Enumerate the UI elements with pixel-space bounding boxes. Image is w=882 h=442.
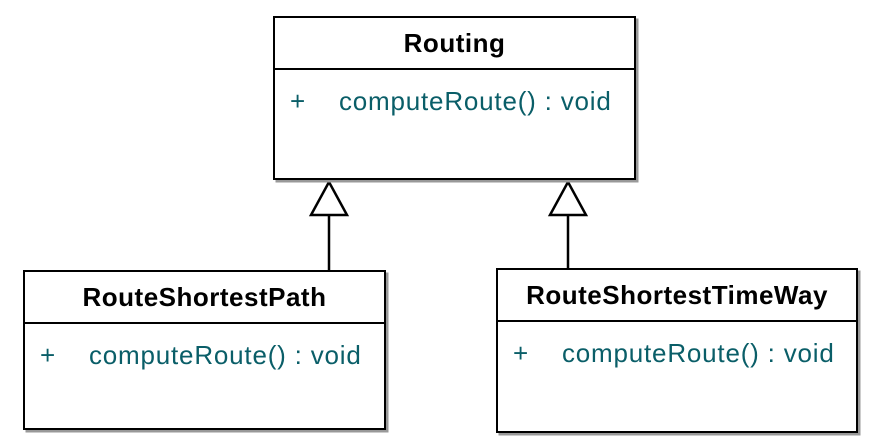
generalization-edge-left[interactable]	[308, 179, 350, 271]
class-name: RouteShortestTimeWay	[498, 270, 856, 322]
operations-compartment: + computeRoute() : void	[275, 70, 634, 117]
class-box-route-shortest-path[interactable]: RouteShortestPath + computeRoute() : voi…	[23, 270, 386, 430]
generalization-edge-right[interactable]	[547, 179, 589, 269]
operations-compartment: + computeRoute() : void	[498, 322, 856, 369]
operation-signature: computeRoute() : void	[89, 340, 362, 370]
generalization-arrowhead-icon	[547, 179, 589, 217]
generalization-arrowhead-icon	[308, 179, 350, 217]
visibility-public: +	[513, 338, 529, 368]
class-name: Routing	[275, 18, 634, 70]
class-box-routing[interactable]: Routing + computeRoute() : void	[273, 16, 636, 180]
visibility-public: +	[290, 86, 306, 116]
class-box-route-shortest-time-way[interactable]: RouteShortestTimeWay + computeRoute() : …	[496, 268, 858, 433]
visibility-public: +	[40, 340, 56, 370]
operation-signature: computeRoute() : void	[562, 338, 835, 368]
operations-compartment: + computeRoute() : void	[25, 324, 384, 371]
operation-signature: computeRoute() : void	[339, 86, 612, 116]
class-operation: + computeRoute() : void	[25, 340, 384, 371]
class-name: RouteShortestPath	[25, 272, 384, 324]
class-operation: + computeRoute() : void	[275, 86, 634, 117]
class-operation: + computeRoute() : void	[498, 338, 856, 369]
